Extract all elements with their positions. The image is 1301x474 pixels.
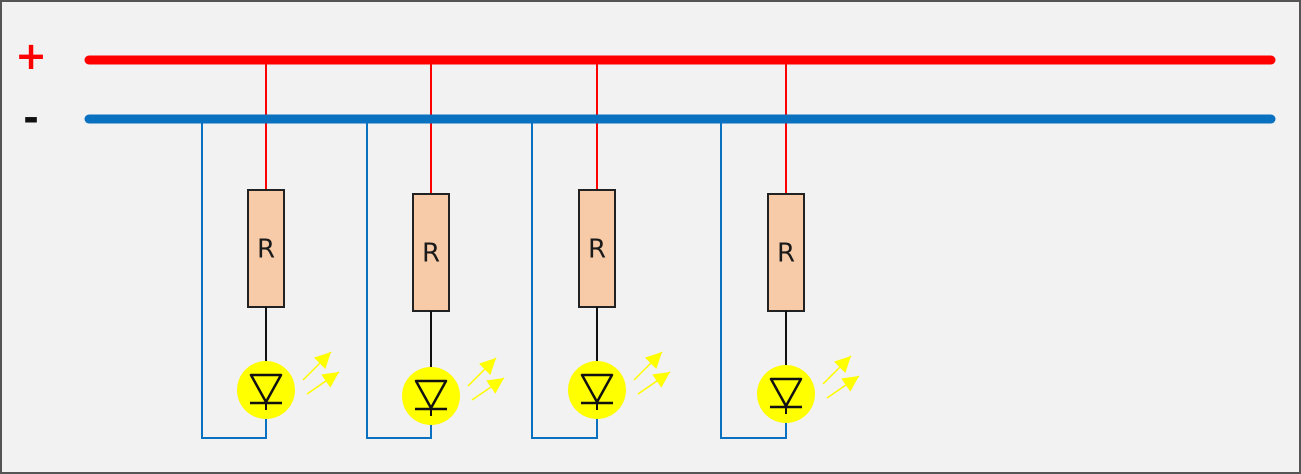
branch-2-led-glow [402, 367, 460, 425]
branch-3-diode-triangle [580, 373, 614, 404]
branch-4-resistor-label: R [777, 239, 795, 269]
branch-2-light-arrow-2-head [486, 378, 504, 394]
branch-1-resistor [247, 189, 285, 308]
negative-terminal-label: - [23, 96, 39, 140]
branch-3-light-arrow-2-head [652, 372, 670, 388]
branch-1-return-wire [201, 119, 267, 439]
positive-terminal-label: + [15, 34, 47, 78]
branch-4-return-wire [720, 119, 787, 439]
branch-1-diode-triangle [249, 373, 283, 404]
branch-1-resistor-label: R [257, 235, 275, 265]
branch-1-light-arrow-1-head [314, 352, 331, 369]
branch-4-light-arrow-1-head [834, 356, 851, 373]
branch-3-return-wire [531, 119, 598, 439]
branch-2-resistor-label: R [422, 239, 440, 269]
branch-3-resistor-label: R [588, 235, 606, 265]
branch-4-diode-triangle [769, 377, 803, 408]
branch-3-resistor [578, 189, 616, 308]
branch-2-light-arrow-1-head [479, 358, 496, 375]
branch-1-light-arrow-2-head [321, 372, 339, 388]
branch-2-return-wire [366, 119, 432, 439]
branch-3-light-arrow-1-head [645, 352, 662, 369]
branch-2-diode-triangle [414, 379, 448, 410]
branch-1-led-glow [237, 361, 295, 419]
branch-4-light-arrow-2-head [841, 376, 859, 392]
branch-3-led-glow [568, 361, 626, 419]
branch-4-led-glow [757, 365, 815, 423]
